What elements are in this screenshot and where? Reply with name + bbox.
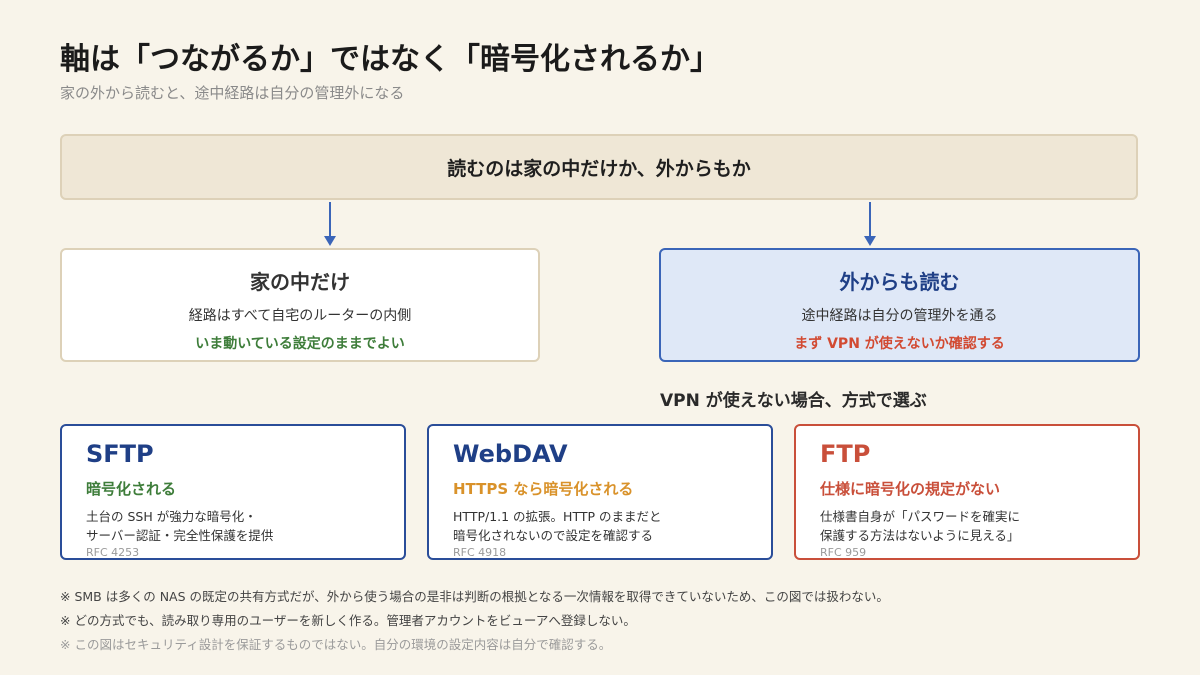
method-description-line: 保護する方法はないように見える」 xyxy=(820,528,1020,543)
method-description: 土台の SSH が強力な暗号化・ サーバー認証・完全性保護を提供 xyxy=(86,507,380,545)
branch-outside-description: 途中経路は自分の管理外を通る xyxy=(801,308,998,324)
method-rfc: RFC 4918 xyxy=(453,546,507,559)
branch-home-note: いま動いている設定のままでよい xyxy=(195,336,405,352)
method-card-sftp: SFTP 暗号化される 土台の SSH が強力な暗号化・ サーバー認証・完全性保… xyxy=(60,424,406,560)
branch-outside-note: まず VPN が使えないか確認する xyxy=(794,336,1005,352)
method-rfc: RFC 959 xyxy=(820,546,867,559)
method-description-line: HTTP/1.1 の拡張。HTTP のままだと xyxy=(453,509,662,524)
method-status: 暗号化される xyxy=(86,480,177,498)
footnote-disclaimer: ※ この図はセキュリティ設計を保証するものではない。自分の環境の設定内容は自分で… xyxy=(60,637,612,652)
page-subtitle: 家の外から読むと、途中経路は自分の管理外になる xyxy=(60,84,405,102)
arrow-to-outside xyxy=(864,202,876,246)
arrow-to-home xyxy=(324,202,336,246)
footnote-readonly-user: ※ どの方式でも、読み取り専用のユーザーを新しく作る。管理者アカウントをビューア… xyxy=(60,613,636,628)
method-status: 仕様に暗号化の規定がない xyxy=(820,480,1001,498)
method-name: FTP xyxy=(820,440,871,468)
root-question-text: 読むのは家の中だけか、外からもか xyxy=(447,157,751,180)
method-description: HTTP/1.1 の拡張。HTTP のままだと 暗号化されないので設定を確認する xyxy=(453,507,747,545)
method-description-line: 土台の SSH が強力な暗号化・ xyxy=(86,509,257,524)
method-description-line: 暗号化されないので設定を確認する xyxy=(453,528,654,543)
root-question-box: 読むのは家の中だけか、外からもか xyxy=(60,134,1138,200)
method-description-line: 仕様書自身が「パスワードを確実に xyxy=(820,509,1021,524)
method-description: 仕様書自身が「パスワードを確実に 保護する方法はないように見える」 xyxy=(820,507,1114,545)
method-card-webdav: WebDAV HTTPS なら暗号化される HTTP/1.1 の拡張。HTTP … xyxy=(427,424,773,560)
branch-home-only: 家の中だけ 経路はすべて自宅のルーターの内側 いま動いている設定のままでよい xyxy=(60,248,540,362)
footnote-smb: ※ SMB は多くの NAS の既定の共有方式だが、外から使う場合の是非は判断の… xyxy=(60,589,889,604)
method-name: WebDAV xyxy=(453,440,568,468)
method-description-line: サーバー認証・完全性保護を提供 xyxy=(86,528,274,543)
method-status: HTTPS なら暗号化される xyxy=(453,480,634,498)
method-rfc: RFC 4253 xyxy=(86,546,140,559)
branch-outside-title: 外からも読む xyxy=(839,270,960,294)
vpn-caption: VPN が使えない場合、方式で選ぶ xyxy=(660,391,927,411)
branch-read-from-outside: 外からも読む 途中経路は自分の管理外を通る まず VPN が使えないか確認する xyxy=(659,248,1140,362)
method-name: SFTP xyxy=(86,440,154,468)
branch-home-title: 家の中だけ xyxy=(250,270,350,294)
branch-home-description: 経路はすべて自宅のルーターの内側 xyxy=(188,308,412,324)
page-title: 軸は「つながるか」ではなく「暗号化されるか」 xyxy=(60,42,720,77)
method-card-ftp: FTP 仕様に暗号化の規定がない 仕様書自身が「パスワードを確実に 保護する方法… xyxy=(794,424,1140,560)
